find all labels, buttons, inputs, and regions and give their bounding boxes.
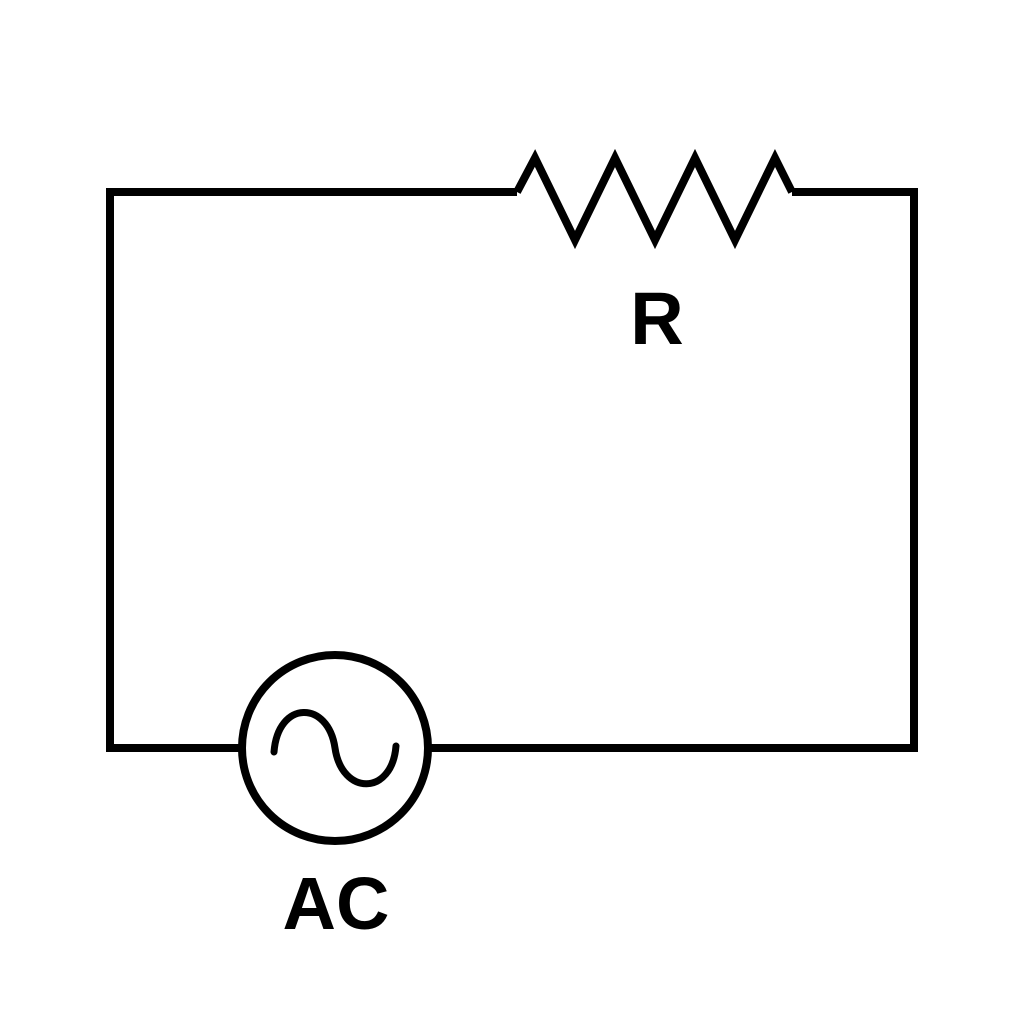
resistor-symbol <box>513 148 796 250</box>
sine-wave-icon <box>270 709 400 788</box>
resistor-label: R <box>630 277 683 360</box>
ac-source-label: AC <box>283 862 390 945</box>
ac-source <box>238 651 432 845</box>
